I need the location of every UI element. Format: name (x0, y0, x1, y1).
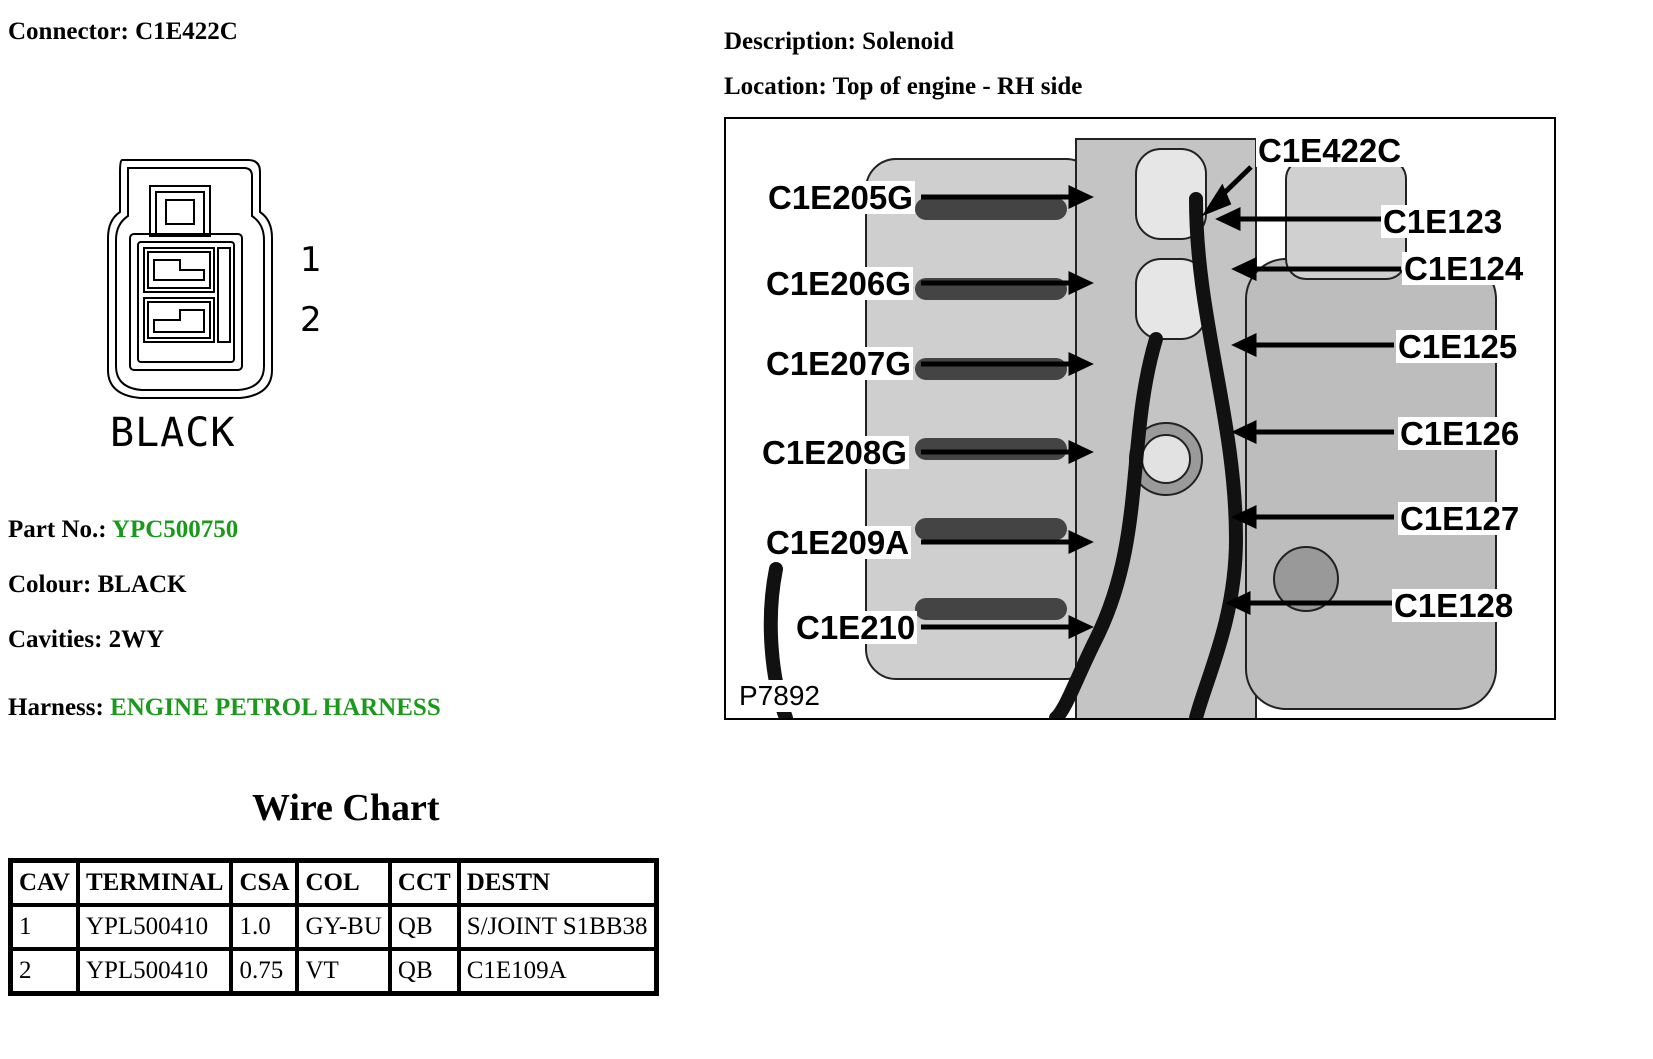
location-field: Location: Top of engine - RH side (724, 73, 1082, 101)
pin-1-label: 1 (300, 240, 322, 280)
part-no-link[interactable]: YPC500750 (111, 516, 239, 543)
cavities-label: Cavities: (8, 626, 103, 653)
connector-face-diagram: 1 2 (100, 150, 340, 470)
engine-location-figure: C1E205G C1E206G C1E207G C1E208G C1E209A … (724, 117, 1556, 720)
callout-c1e207g: C1E207G (764, 345, 913, 382)
column-header-cav: CAV (11, 861, 78, 905)
cavities-field: Cavities: 2WY (8, 626, 164, 654)
cell-terminal: YPL500410 (77, 905, 232, 949)
description-field: Description: Solenoid (724, 28, 954, 56)
colour-value: BLACK (97, 571, 187, 598)
colour-label: Colour: (8, 571, 92, 598)
wire-chart-table: CAV TERMINAL CSA COL CCT DESTN 1 YPL5004… (8, 858, 659, 996)
cell-cav: 1 (11, 905, 78, 949)
location-label: Location: (724, 73, 827, 100)
cell-csa: 0.75 (231, 949, 298, 993)
callout-c1e125: C1E125 (1396, 328, 1520, 365)
part-no-label: Part No.: (8, 516, 107, 543)
callout-c1e127: C1E127 (1398, 500, 1522, 537)
callout-c1e126: C1E126 (1398, 415, 1522, 452)
table-header-row: CAV TERMINAL CSA COL CCT DESTN (11, 861, 656, 905)
harness-field: Harness: ENGINE PETROL HARNESS (8, 694, 441, 722)
column-header-cct: CCT (389, 861, 459, 905)
cell-cct: QB (389, 949, 459, 993)
column-header-terminal: TERMINAL (77, 861, 232, 905)
colour-field: Colour: BLACK (8, 571, 186, 599)
location-value: Top of engine - RH side (832, 73, 1083, 100)
table-row: 2 YPL500410 0.75 VT QB C1E109A (11, 949, 656, 993)
cell-col: GY-BU (297, 905, 390, 949)
figure-reference: P7892 (736, 680, 823, 712)
callout-c1e128: C1E128 (1392, 587, 1516, 624)
connector-value: C1E422C (135, 18, 238, 45)
cell-col: VT (297, 949, 390, 993)
connector-field: Connector: C1E422C (8, 18, 238, 46)
part-no-field: Part No.: YPC500750 (8, 516, 238, 544)
harness-label: Harness: (8, 694, 104, 721)
connector-outline-icon (107, 159, 273, 399)
callout-c1e206g: C1E206G (764, 265, 913, 302)
cell-csa: 1.0 (231, 905, 298, 949)
cell-cav: 2 (11, 949, 78, 993)
callout-c1e210: C1E210 (794, 609, 918, 646)
column-header-col: COL (297, 861, 390, 905)
cell-cct: QB (389, 905, 459, 949)
connector-colour-caption: BLACK (110, 410, 236, 456)
callout-c1e209a: C1E209A (764, 524, 912, 561)
cell-terminal: YPL500410 (77, 949, 232, 993)
connector-label: Connector: (8, 18, 129, 45)
callout-c1e123: C1E123 (1381, 203, 1505, 240)
engine-illustration (763, 138, 1497, 718)
cell-destn: S/JOINT S1BB38 (458, 905, 656, 949)
wire-chart-title: Wire Chart (252, 787, 440, 829)
cell-destn: C1E109A (458, 949, 656, 993)
callout-c1e208g: C1E208G (760, 434, 909, 471)
harness-link[interactable]: ENGINE PETROL HARNESS (110, 694, 441, 721)
description-label: Description: (724, 28, 856, 55)
column-header-destn: DESTN (458, 861, 656, 905)
callout-c1e422c: C1E422C (1256, 132, 1404, 169)
callout-c1e124: C1E124 (1402, 250, 1526, 287)
description-value: Solenoid (862, 28, 954, 55)
pin-2-label: 2 (300, 300, 322, 340)
table-row: 1 YPL500410 1.0 GY-BU QB S/JOINT S1BB38 (11, 905, 656, 949)
cavities-value: 2WY (108, 626, 165, 653)
callout-c1e205g: C1E205G (766, 179, 915, 216)
column-header-csa: CSA (231, 861, 298, 905)
